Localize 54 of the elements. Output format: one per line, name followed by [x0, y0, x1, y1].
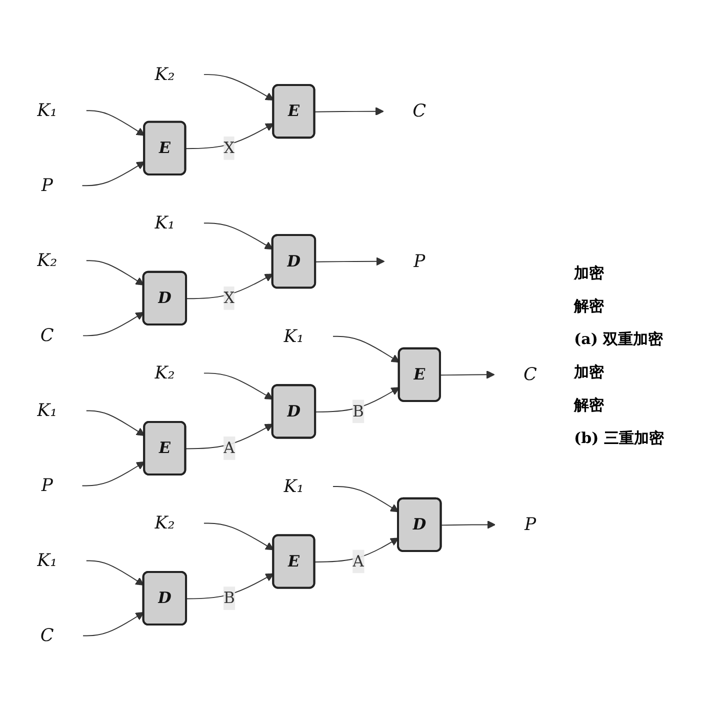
edge-label: X — [224, 288, 235, 308]
arrow — [314, 538, 399, 563]
caption-text: 加密 — [574, 362, 605, 382]
arrow — [82, 312, 144, 336]
arrow — [332, 336, 400, 363]
arrow — [86, 560, 144, 586]
node-text: C — [40, 626, 54, 646]
caption-text: (a) 双重加密 — [574, 330, 664, 348]
caption-text: 加密 — [574, 264, 605, 282]
node-text: K₂ — [154, 363, 175, 384]
arrow — [203, 74, 274, 101]
arrow — [203, 223, 274, 250]
arrow — [440, 370, 495, 380]
arrow — [86, 410, 145, 436]
arrow — [82, 612, 144, 637]
node-text: P — [413, 251, 426, 272]
node-text: P — [41, 476, 54, 496]
node-text: K₂ — [37, 250, 58, 272]
node-text: C — [412, 101, 426, 122]
edge-label: B — [223, 588, 235, 608]
arrow — [186, 274, 274, 300]
edge-label: A — [224, 438, 235, 458]
arrow — [82, 462, 145, 487]
node-text: K₁ — [154, 213, 175, 234]
edge-label: A — [352, 552, 364, 571]
node-text: K₁ — [284, 476, 304, 498]
arrow — [82, 162, 145, 186]
arrow — [185, 424, 274, 450]
node-text: C — [524, 364, 537, 386]
arrow — [86, 260, 144, 286]
node-text: K₂ — [154, 64, 175, 86]
node-text: K₁ — [37, 400, 58, 422]
arrow — [315, 257, 385, 266]
node-text: K₂ — [154, 513, 175, 534]
node-text: K₁ — [37, 100, 58, 122]
node-text: K₁ — [37, 550, 58, 572]
arrow — [186, 574, 274, 600]
caption-text: (b) 三重加密 — [574, 428, 665, 448]
arrow — [203, 373, 274, 400]
arrow — [314, 107, 384, 116]
arrow — [86, 110, 145, 136]
arrow — [440, 520, 496, 530]
edge-label: X — [224, 138, 235, 158]
node-text: P — [41, 176, 54, 196]
edge-label: B — [352, 402, 364, 421]
arrow — [315, 387, 400, 413]
node-text: P — [524, 514, 536, 536]
node-text: K₁ — [284, 326, 304, 347]
node-text: C — [40, 326, 54, 346]
caption-text: 解密 — [574, 296, 605, 316]
arrow — [185, 124, 274, 150]
caption-text: 解密 — [574, 396, 605, 414]
arrow — [332, 486, 399, 513]
arrow — [203, 523, 274, 550]
